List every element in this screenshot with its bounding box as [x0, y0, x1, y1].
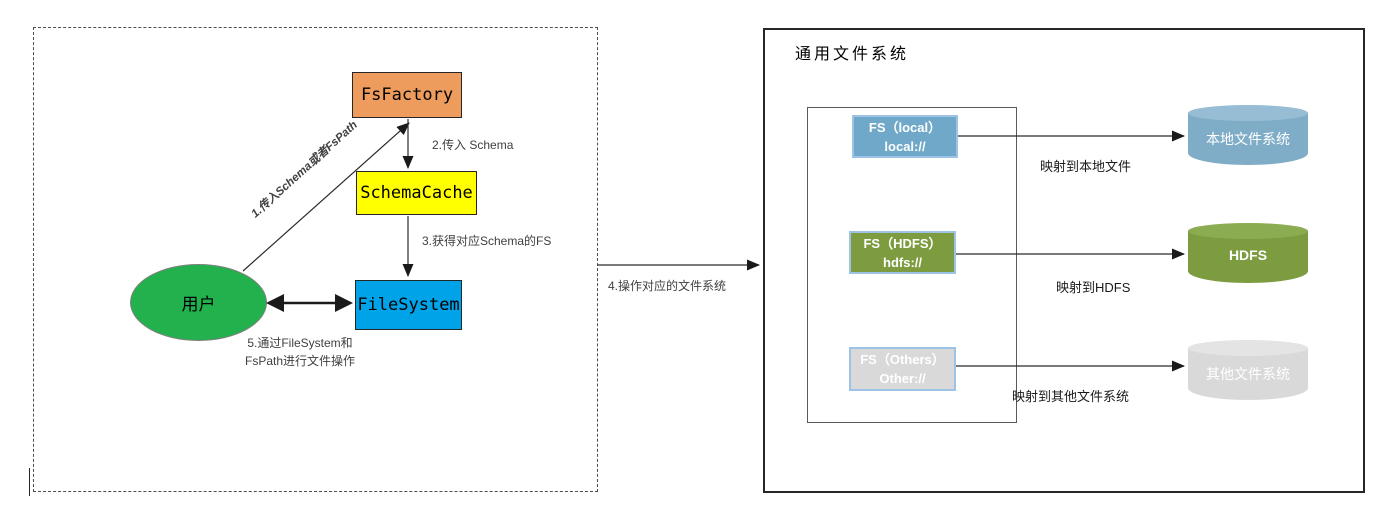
fs-node-local-schema: local:// — [884, 138, 926, 154]
cylinder-body — [1188, 348, 1308, 400]
hdfs-cylinder: HDFS — [1188, 223, 1308, 283]
node-fsfactory-label: FsFactory — [360, 85, 454, 105]
label-step4: 4.操作对应的文件系统 — [608, 279, 727, 293]
node-filesystem: FileSystem — [355, 280, 462, 330]
fs-node-hdfs-name: FS（HDFS） — [863, 235, 942, 251]
node-schemacache: SchemaCache — [356, 171, 477, 215]
node-fsfactory: FsFactory — [352, 72, 462, 118]
cylinder-body — [1188, 113, 1308, 165]
fs-node-others-schema: Other:// — [879, 371, 926, 386]
node-user: 用户 — [130, 264, 267, 341]
label-step5-line2: FsPath进行文件操作 — [244, 354, 356, 368]
node-filesystem-label: FileSystem — [357, 295, 460, 315]
cylinder-body — [1188, 231, 1308, 283]
other-fs-cylinder-label: 其他文件系统 — [1206, 366, 1290, 382]
node-user-label: 用户 — [181, 295, 216, 314]
fs-node-others-name: FS（Others） — [860, 352, 945, 367]
label-step3: 3.获得对应Schema的FS — [422, 234, 552, 248]
local-fs-cylinder-label: 本地文件系统 — [1206, 131, 1290, 147]
label-step2: 2.传入 Schema — [432, 138, 514, 152]
fs-node-local-name: FS（local） — [868, 119, 942, 135]
cylinder-top — [1188, 340, 1308, 356]
fs-node-others: FS（Others） Other:// — [849, 347, 956, 391]
fs-node-local: FS（local） local:// — [852, 115, 958, 158]
cylinder-top — [1188, 223, 1308, 239]
label-step5: 5.通过FileSystem和 FsPath进行文件操作 — [215, 334, 385, 370]
generic-filesystem-frame — [763, 28, 1365, 493]
cylinder-top — [1188, 105, 1308, 121]
local-fs-cylinder: 本地文件系统 — [1188, 105, 1308, 165]
client-dashed-frame — [33, 27, 598, 492]
generic-filesystem-title: 通用文件系统 — [795, 46, 910, 63]
other-fs-cylinder: 其他文件系统 — [1188, 340, 1308, 400]
fs-node-hdfs-schema: hdfs:// — [883, 254, 922, 270]
label-map-hdfs: 映射到HDFS — [1056, 280, 1131, 295]
label-step5-line1: 5.通过FileSystem和 — [247, 336, 353, 350]
fs-node-hdfs: FS（HDFS） hdfs:// — [849, 231, 956, 274]
fs-registry-frame — [807, 107, 1017, 423]
node-schemacache-label: SchemaCache — [360, 183, 473, 203]
label-map-local: 映射到本地文件 — [1040, 159, 1132, 174]
hdfs-cylinder-label: HDFS — [1228, 247, 1268, 263]
stray-tick-mark — [29, 468, 30, 496]
label-map-others: 映射到其他文件系统 — [1012, 389, 1130, 404]
